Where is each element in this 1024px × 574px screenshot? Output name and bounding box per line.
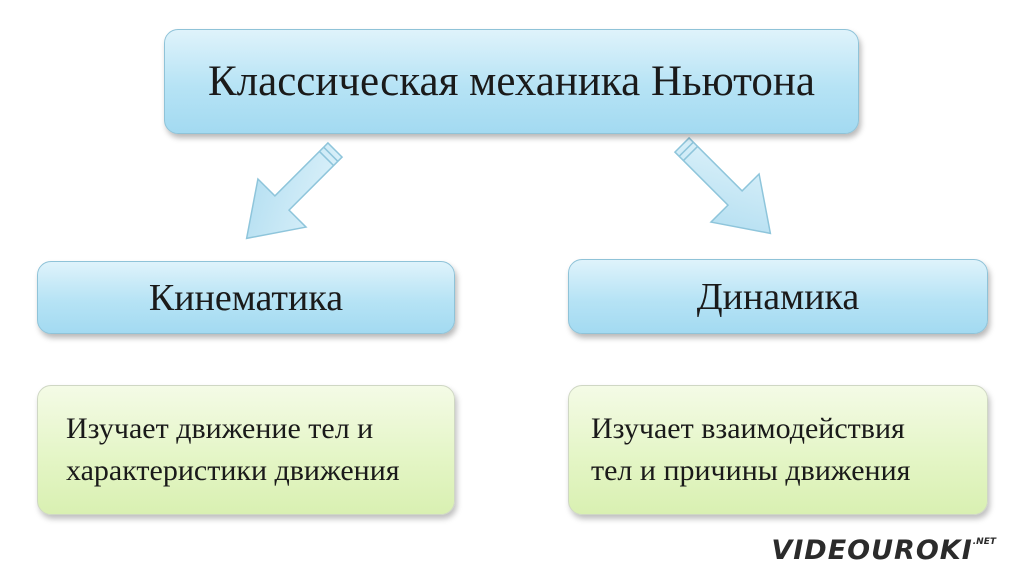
title-box: Классическая механика Ньютона [164, 29, 859, 134]
kinematics-description-line: Изучает движение тел и [66, 412, 374, 445]
kinematics-title: Кинематика [148, 276, 344, 319]
videouroki-logo: VIDEOUROKI.NET [771, 535, 996, 566]
kinematics-description-box: Изучает движение тел и характеристики дв… [37, 385, 455, 515]
arrow-left-icon [245, 141, 344, 240]
dynamics-description-box: Изучает взаимодействия тел и причины дви… [568, 385, 988, 515]
dynamics-title: Динамика [696, 275, 860, 318]
dynamics-box: Динамика [568, 259, 988, 334]
dynamics-description-line: Изучает взаимодействия [591, 412, 905, 445]
title-text: Классическая механика Ньютона [207, 58, 816, 105]
dynamics-description-line: тел и причины движения [591, 454, 911, 487]
kinematics-box: Кинематика [37, 261, 455, 334]
arrow-right-icon [673, 136, 772, 235]
logo-text: VIDEOUROKI [771, 535, 973, 566]
kinematics-description-line: характеристики движения [66, 454, 400, 487]
logo-suffix: .NET [972, 537, 996, 547]
